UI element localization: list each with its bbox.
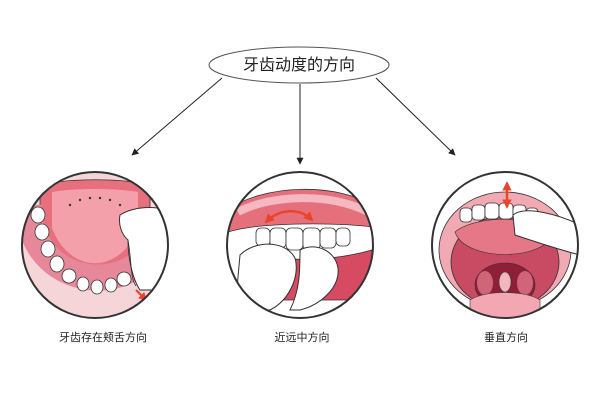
arrow-to-panel-3 — [375, 77, 456, 156]
panel-1-illustration — [21, 171, 169, 319]
caption-mesiodistal: 近远中方向 — [274, 331, 330, 344]
panel-3-illustration — [431, 171, 579, 319]
panel-2-illustration — [226, 171, 374, 319]
arrow-to-panel-1 — [131, 77, 223, 156]
title-ellipse — [208, 46, 390, 84]
caption-buccolingual: 牙齿存在颊舌方向 — [59, 331, 147, 344]
mesiodistal-motion-arrow — [264, 210, 314, 224]
diagram-title: 牙齿动度的方向 — [242, 55, 355, 74]
caption-vertical: 垂直方向 — [484, 331, 528, 344]
